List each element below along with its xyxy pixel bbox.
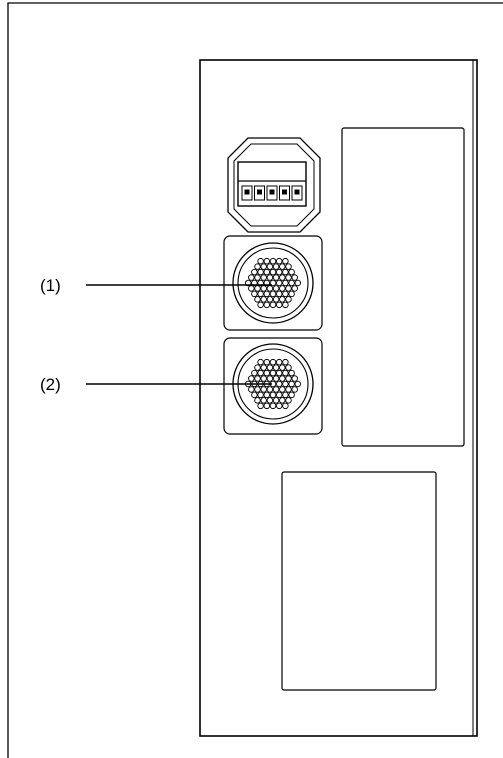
outer-frame bbox=[7, 2, 503, 758]
callout-2-label: (2) bbox=[40, 375, 61, 394]
upper-right-cover-plate bbox=[341, 127, 465, 447]
callout-1-label: (1) bbox=[40, 276, 61, 295]
circular-connector-1 bbox=[223, 235, 323, 331]
lower-cover-plate bbox=[281, 471, 437, 691]
circular-multipin-connector-icon bbox=[244, 257, 302, 309]
terminal-block-connector-icon bbox=[227, 137, 321, 233]
device-panel bbox=[199, 59, 478, 737]
circular-connector-2 bbox=[223, 337, 323, 435]
